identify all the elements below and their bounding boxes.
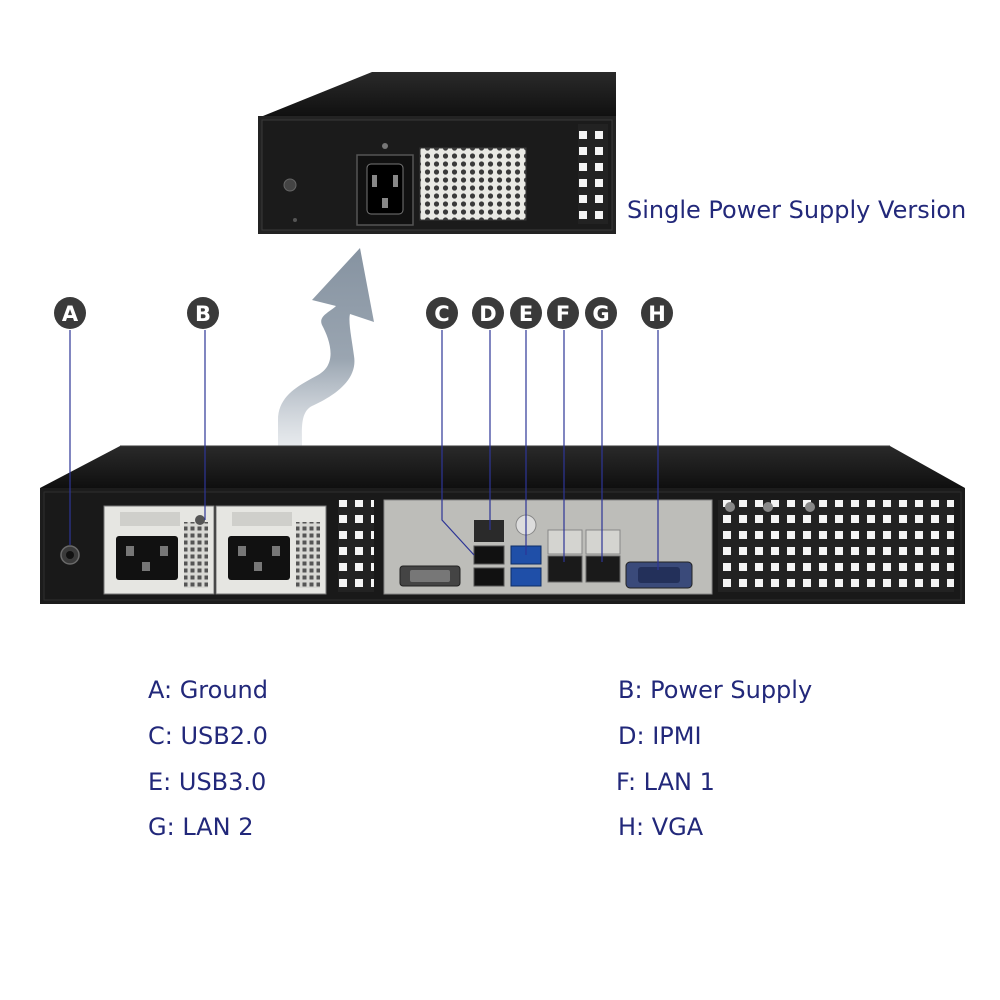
legend-item-h: H: VGA: [618, 813, 704, 841]
legend-item-e: E: USB3.0: [148, 768, 267, 796]
server-chassis: [40, 445, 965, 604]
callout-h: H: [641, 297, 673, 329]
callout-label-f: F: [556, 302, 570, 326]
callout-label-g: G: [592, 302, 609, 326]
legend-item-g: G: LAN 2: [148, 813, 254, 841]
single-psu-inset: [258, 72, 616, 234]
legend-item-a: A: Ground: [148, 676, 268, 704]
legend-item-d: D: IPMI: [618, 722, 702, 750]
legend-item-f: F: LAN 1: [616, 768, 715, 796]
callout-label-d: D: [479, 302, 496, 326]
callout-g: G: [585, 297, 617, 329]
callout-label-e: E: [519, 302, 533, 326]
callout-c: C: [426, 297, 458, 329]
callout-f: F: [547, 297, 579, 329]
legend-item-c: C: USB2.0: [148, 722, 268, 750]
callout-a: A: [54, 297, 86, 329]
leader-line-c: [441, 330, 475, 556]
callout-d: D: [472, 297, 504, 329]
callout-label-c: C: [434, 302, 449, 326]
callout-b: B: [187, 297, 219, 329]
callout-e: E: [510, 297, 542, 329]
curved-arrow-icon: [278, 248, 374, 470]
callout-label-b: B: [195, 302, 211, 326]
inset-caption: Single Power Supply Version: [627, 196, 966, 224]
callout-label-h: H: [648, 302, 666, 326]
legend-item-b: B: Power Supply: [618, 676, 813, 704]
leader-lines: [69, 330, 659, 570]
callout-label-a: A: [62, 302, 79, 326]
